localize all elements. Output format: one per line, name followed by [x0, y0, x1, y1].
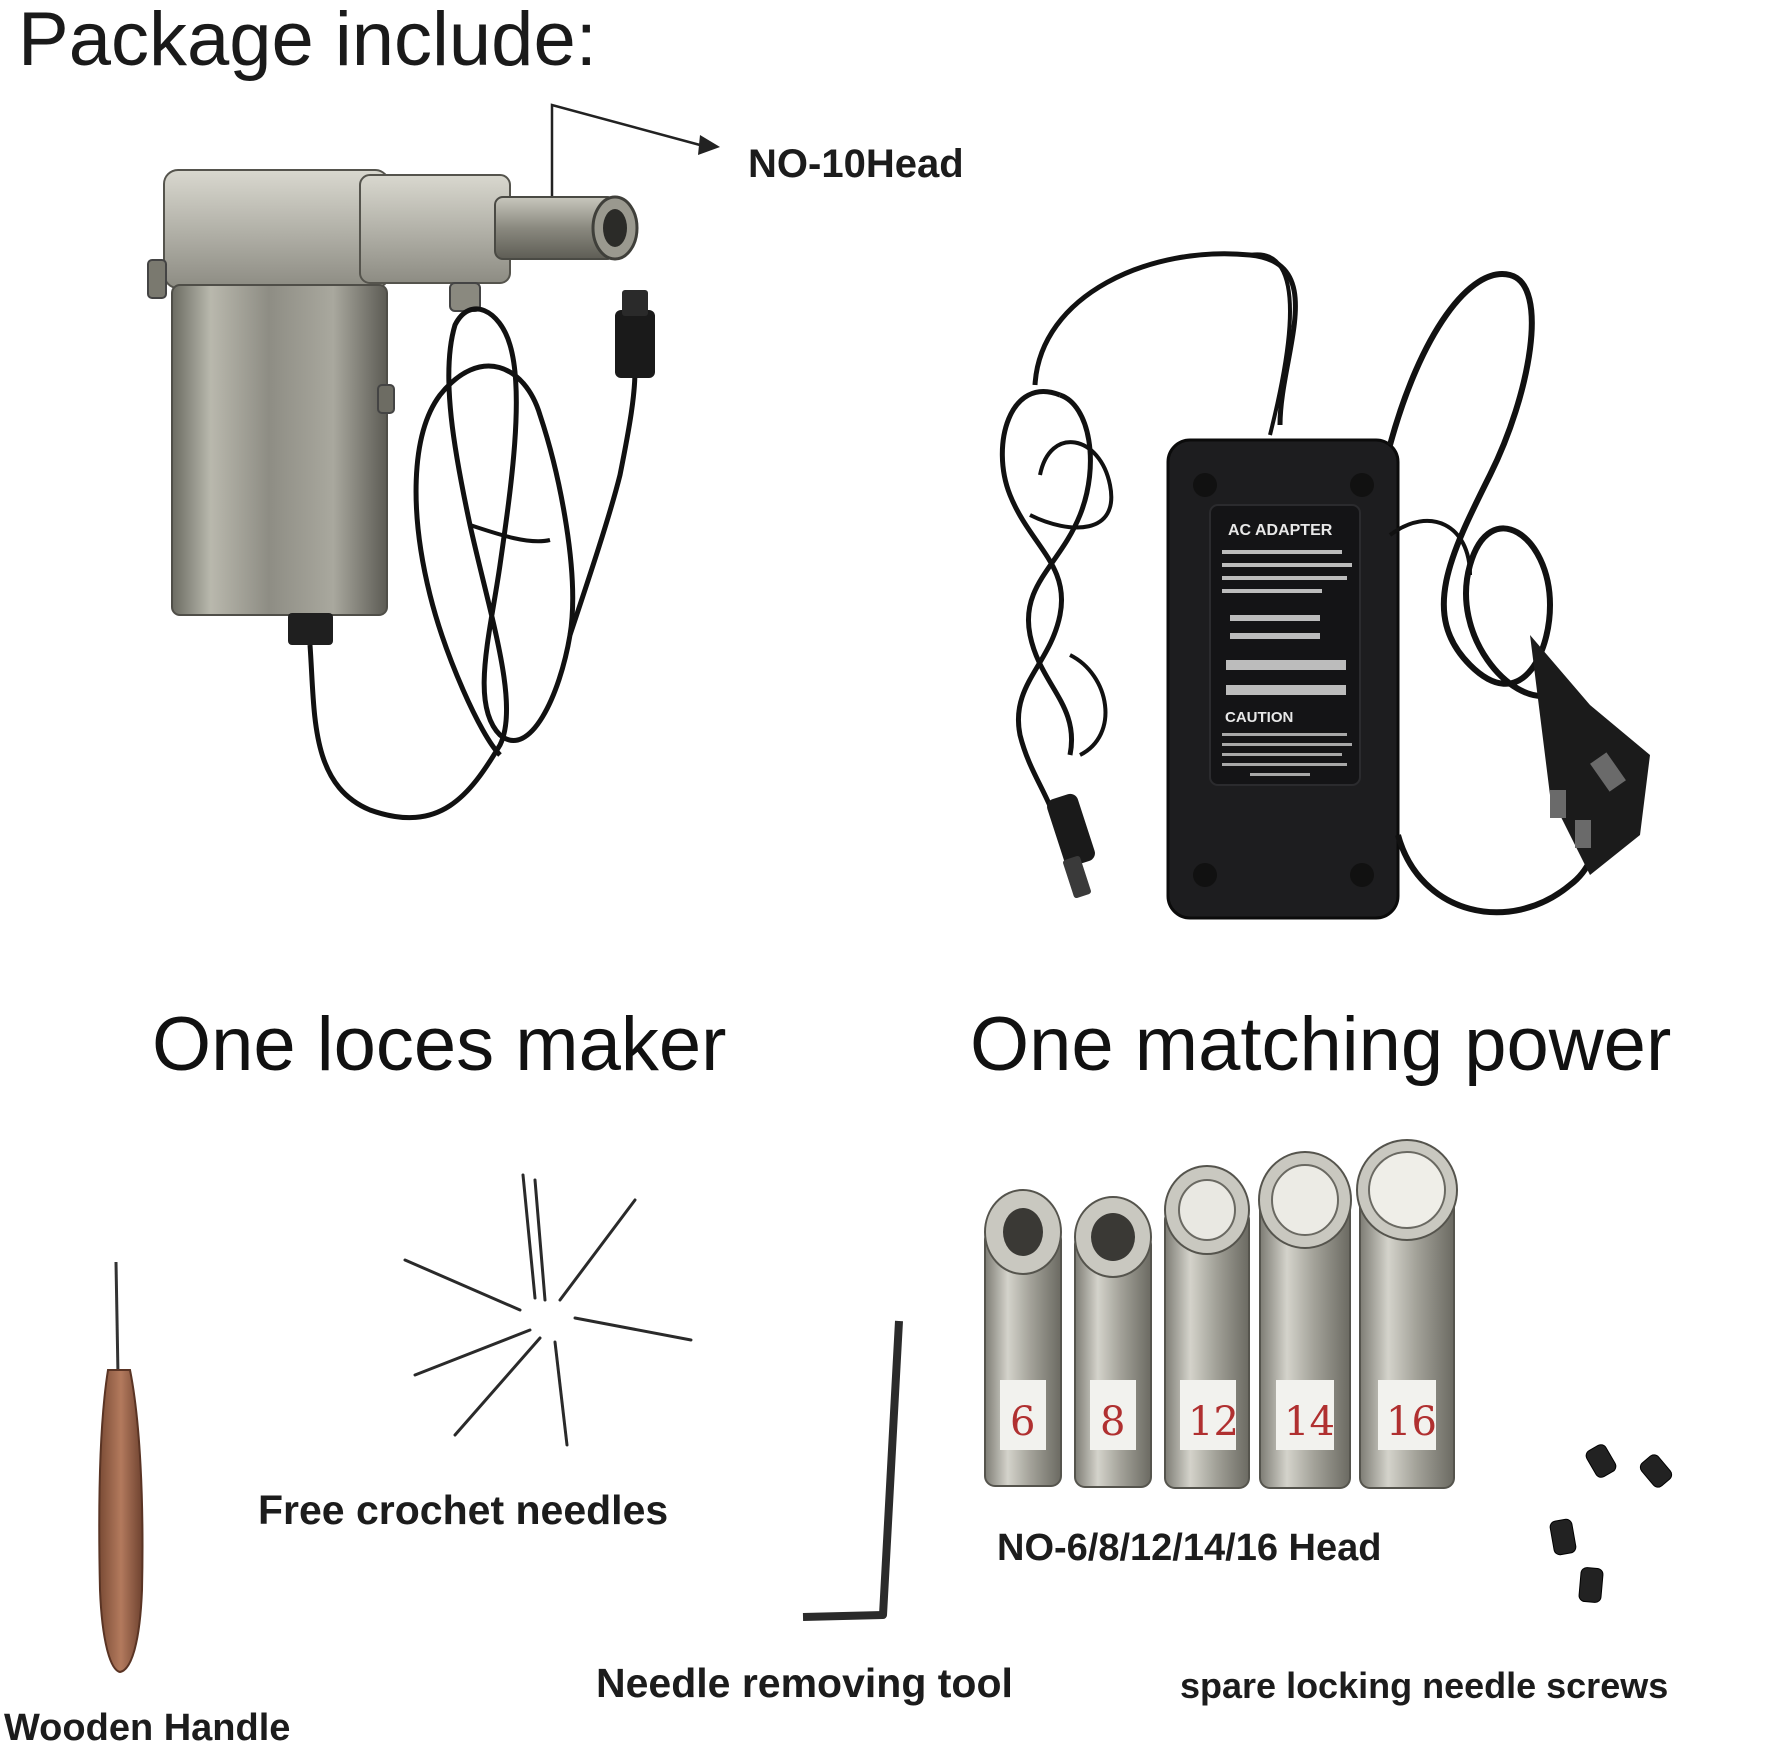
power-adapter-image: AC ADAPTER CAUTION — [999, 251, 1650, 920]
needle-removing-tool-caption: Needle removing tool — [596, 1660, 1013, 1706]
head-label-12: 12 — [1188, 1399, 1239, 1445]
head-label-16: 16 — [1386, 1399, 1437, 1445]
head-label-8: 8 — [1100, 1399, 1125, 1445]
adapter-label: AC ADAPTER — [1228, 522, 1333, 539]
crochet-needles-image — [403, 1173, 693, 1447]
heads-caption: NO-6/8/12/14/16 Head — [997, 1527, 1382, 1569]
head-label-6: 6 — [1010, 1399, 1035, 1445]
adapter-caution: CAUTION — [1225, 709, 1293, 726]
crochet-needles-caption: Free crochet needles — [258, 1487, 669, 1533]
no10-head-callout: NO-10Head — [748, 142, 964, 186]
power-caption: One matching power — [970, 1002, 1672, 1087]
lock-maker-caption: One loces maker — [152, 1002, 727, 1087]
head-6: 6 — [984, 1189, 1062, 1487]
heads-image: 6 8 12 14 16 — [984, 1139, 1458, 1489]
head-label-14: 14 — [1284, 1399, 1335, 1445]
package-title: Package include: — [18, 0, 597, 82]
callout-line — [550, 103, 701, 205]
lock-maker-image — [147, 103, 720, 821]
head-16: 16 — [1356, 1139, 1458, 1489]
needle-removing-tool-image — [802, 1320, 903, 1621]
head-12: 12 — [1164, 1165, 1250, 1489]
head-14: 14 — [1258, 1151, 1352, 1489]
spare-screws-caption: spare locking needle screws — [1180, 1665, 1669, 1706]
head-8: 8 — [1074, 1196, 1152, 1488]
wooden-handle-image — [98, 1261, 144, 1674]
wooden-handle-caption: Wooden Handle — [4, 1707, 291, 1749]
spare-screws-image — [1549, 1444, 1673, 1603]
